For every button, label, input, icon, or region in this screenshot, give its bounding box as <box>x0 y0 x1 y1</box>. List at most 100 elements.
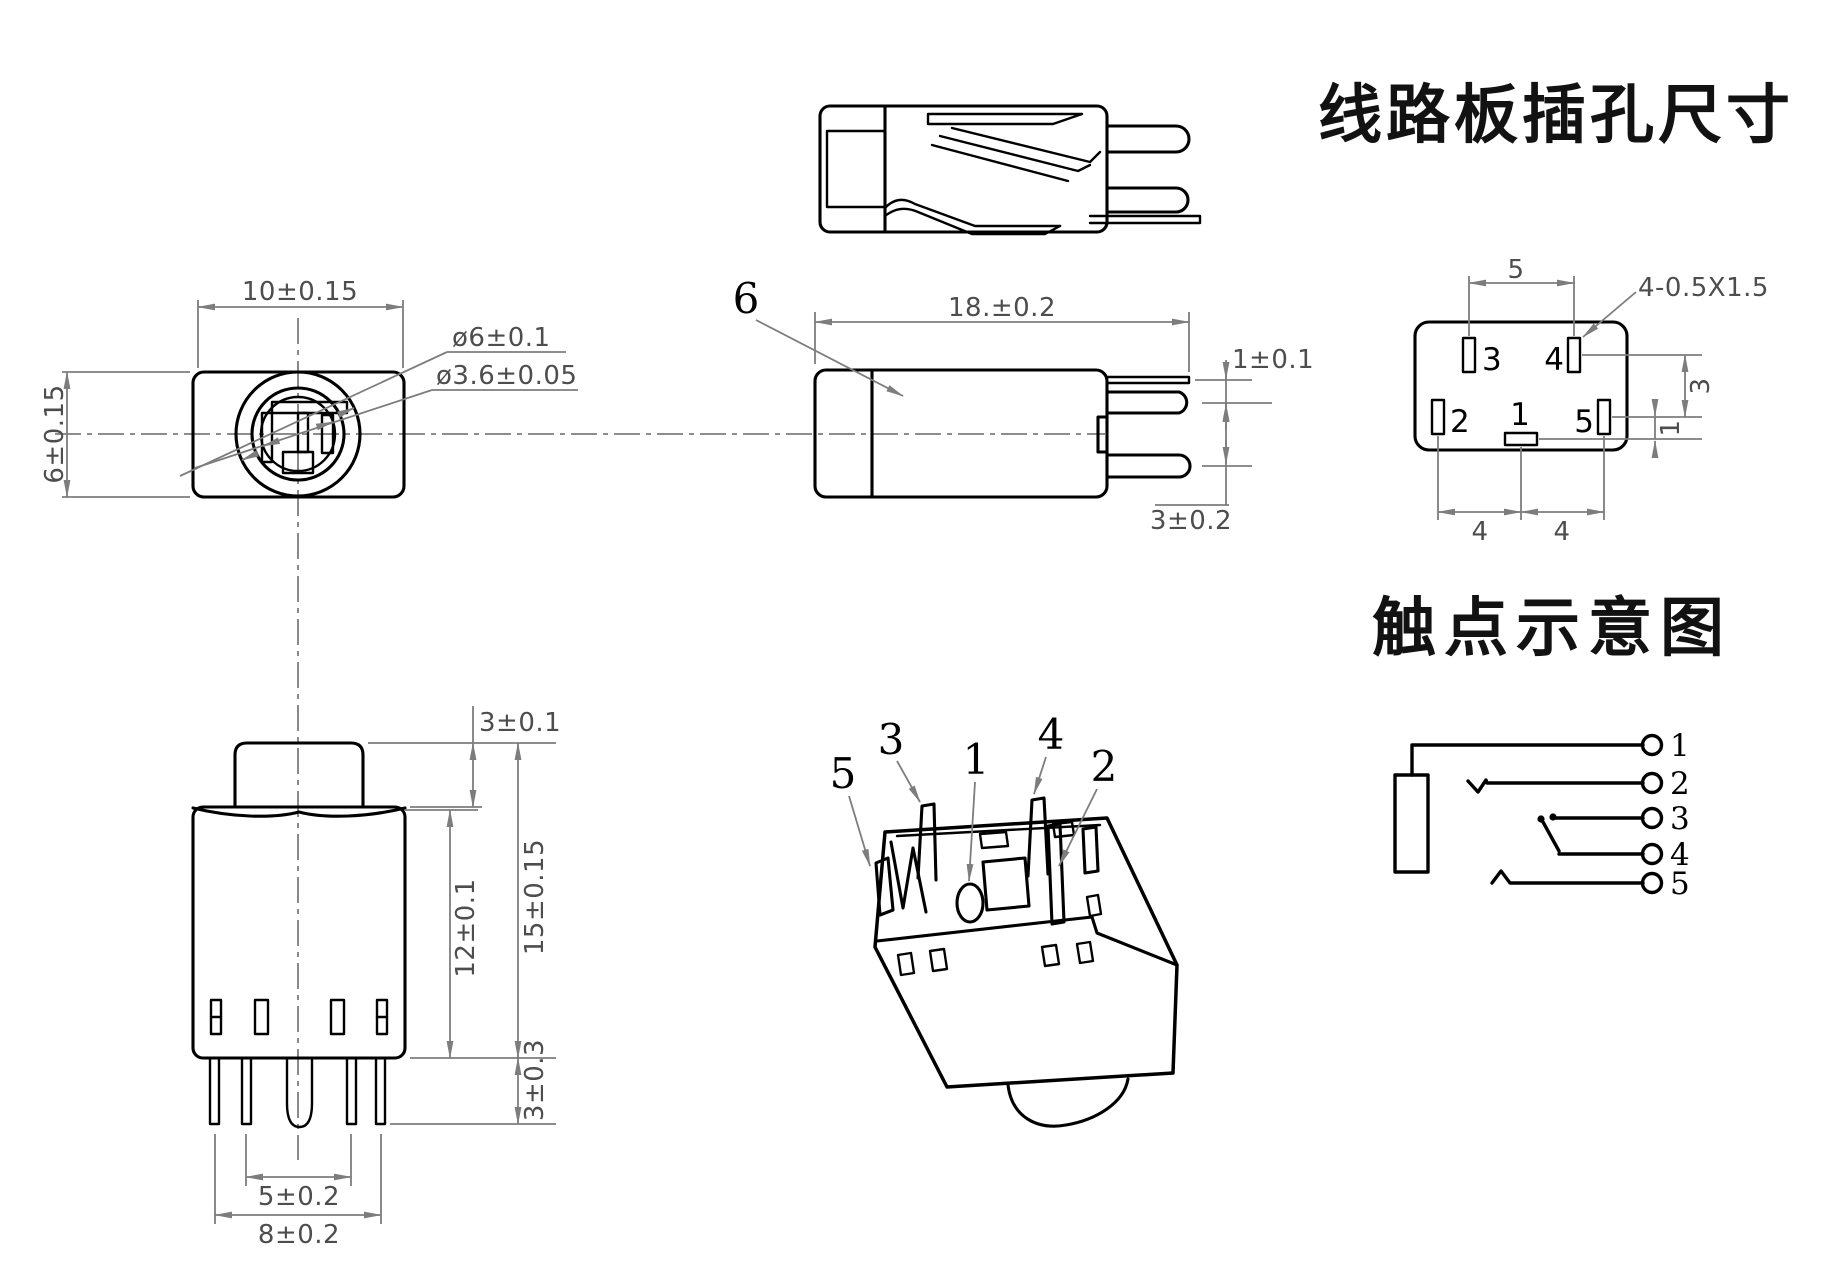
dim-outer-pin-span-text: 8±0.2 <box>258 1220 340 1250</box>
bottom-view: 3±0.1 12±0.1 15±0.15 3±0.3 5±0.2 <box>191 706 561 1250</box>
pcb-pad-3-label: 3 <box>1482 342 1502 378</box>
dim-inner-pin-span: 5±0.2 <box>245 1134 352 1212</box>
iso-leader-5 <box>848 795 871 867</box>
iso-label-3: 3 <box>878 715 905 764</box>
top-view-flat-strip <box>1088 214 1202 225</box>
iso-leader-4 <box>1033 756 1047 795</box>
part-label-6: 6 <box>733 274 760 323</box>
schematic-line-1 <box>1410 743 1645 777</box>
dim-inner-pin-span-text: 5±0.2 <box>258 1182 340 1212</box>
dim-pcb-top-pitch-text: 5 <box>1507 255 1524 285</box>
schematic-sleeve <box>1393 773 1430 874</box>
dim-front-width: 10±0.15 <box>197 277 404 368</box>
schematic-terminal-circle-5 <box>1640 871 1664 895</box>
iso-top-contacts <box>874 796 1103 926</box>
iso-label-2: 2 <box>1091 742 1118 791</box>
title-pcb-holes: 线路板插孔尺寸 <box>1318 79 1794 151</box>
dim-pcb-right-offset-text: 1 <box>1656 419 1686 436</box>
title-contact-diagram: 触点示意图 <box>1372 592 1732 664</box>
dim-knob-height-text: 3±0.1 <box>479 708 561 738</box>
iso-label-1: 1 <box>963 735 990 784</box>
dim-outer-pin-span: 8±0.2 <box>214 1134 382 1250</box>
dim-knob-height: 3±0.1 <box>368 706 561 808</box>
dim-pcb-bottom-pitch: 4 4 <box>1437 436 1605 547</box>
dim-front-width-text: 10±0.15 <box>242 277 358 307</box>
bottom-view-knob <box>233 741 365 809</box>
top-view <box>818 104 1202 236</box>
dim-pin-pitch-text: 3±0.2 <box>1150 506 1232 536</box>
schematic-label-2: 2 <box>1670 766 1690 802</box>
part-label-6-leader <box>755 319 904 397</box>
bottom-view-body <box>191 805 407 1060</box>
dim-body-height: 12±0.1 <box>405 809 481 1059</box>
centerlines <box>55 318 1105 1160</box>
dim-side-length: 18.±0.2 <box>814 293 1190 372</box>
schematic-line-5 <box>1490 869 1645 885</box>
dim-front-height-text: 6±0.15 <box>40 384 70 483</box>
pcb-pad-5 <box>1596 398 1612 436</box>
front-view-mid-circle <box>250 386 346 482</box>
dim-pcb-right-pitch: 3 <box>1582 354 1716 418</box>
iso-leader-3 <box>896 760 921 803</box>
dim-pcb-slot-spec: 4-0.5X1.5 <box>1582 273 1768 338</box>
front-view-outer-circle <box>234 370 362 498</box>
iso-leader-2 <box>1058 788 1098 867</box>
dim-pcb-bottom-pitch-right-text: 4 <box>1553 517 1570 547</box>
top-view-outline <box>818 104 1109 234</box>
dim-pin-length-text: 3±0.3 <box>520 1039 550 1121</box>
schematic-switch-lever <box>1541 820 1561 853</box>
top-view-pin-lower <box>1105 186 1190 214</box>
iso-label-4: 4 <box>1038 710 1065 759</box>
pcb-pad-1 <box>1503 431 1539 447</box>
bottom-view-slots <box>209 998 389 1036</box>
pcb-pad-3 <box>1461 336 1477 374</box>
dim-side-length-text: 18.±0.2 <box>948 293 1056 323</box>
dim-total-height-text: 15±0.15 <box>520 839 550 955</box>
bottom-view-wave-edge <box>191 806 407 818</box>
schematic-terminal-circle-3 <box>1640 806 1664 830</box>
dim-outer-diameter: ø6±0.1 <box>179 323 566 477</box>
iso-labels: 5 3 1 4 2 <box>830 710 1118 882</box>
contact-schematic: 1 2 3 4 5 <box>1393 728 1690 902</box>
iso-front-slots <box>896 940 1095 977</box>
side-view-outline <box>813 368 1109 499</box>
schematic-label-4: 4 <box>1670 837 1690 873</box>
dim-body-height-text: 12±0.1 <box>451 878 481 977</box>
isometric-view: 5 3 1 4 2 <box>830 710 1179 1128</box>
side-view-pin-lower <box>1105 453 1192 479</box>
schematic-label-5: 5 <box>1670 866 1690 902</box>
dim-pin-pitch: 3±0.2 <box>1150 404 1252 536</box>
bottom-view-pins <box>208 1056 387 1129</box>
schematic-terminal-circle-4 <box>1640 842 1664 866</box>
pcb-pad-1-label: 1 <box>1510 397 1530 433</box>
dim-inner-diameter: ø3.6±0.05 <box>194 361 578 469</box>
dim-total-height: 15±0.15 <box>410 742 556 1059</box>
dim-inner-diameter-text: ø3.6±0.05 <box>436 361 577 391</box>
iso-leader-1 <box>966 781 976 882</box>
pcb-pad-4 <box>1566 336 1582 374</box>
iso-barrel <box>1006 1077 1130 1128</box>
dim-pin-length: 3±0.3 <box>390 1039 556 1125</box>
dim-pcb-top-pitch: 5 <box>1468 255 1575 336</box>
dim-pcb-right-offset: 1 <box>1539 399 1702 458</box>
top-view-spring-contacts <box>883 112 1102 236</box>
side-view: 6 18.±0.2 1±0.1 3±0.2 <box>733 274 1314 536</box>
schematic-label-3: 3 <box>1670 801 1690 837</box>
dim-pcb-bottom-pitch-left-text: 4 <box>1471 517 1488 547</box>
dim-pin-offset: 1±0.1 <box>1195 345 1314 505</box>
schematic-terminal-circle-2 <box>1640 771 1664 795</box>
side-view-pin-upper <box>1105 390 1189 415</box>
side-view-step-notch <box>1096 415 1109 454</box>
side-view-flat-contact <box>1105 375 1191 385</box>
schematic-line-2 <box>1466 778 1645 794</box>
dim-pin-offset-text: 1±0.1 <box>1232 345 1314 375</box>
dim-front-height: 6±0.15 <box>40 371 190 498</box>
iso-silhouette <box>873 816 1179 1089</box>
top-view-pin-upper <box>1105 124 1191 154</box>
pcb-layout-view: 3 4 2 5 1 5 4-0.5X1.5 3 1 <box>1413 255 1768 547</box>
schematic-terminal-circle-1 <box>1640 733 1664 757</box>
schematic-label-1: 1 <box>1670 728 1690 764</box>
pcb-pad-2 <box>1430 398 1446 436</box>
